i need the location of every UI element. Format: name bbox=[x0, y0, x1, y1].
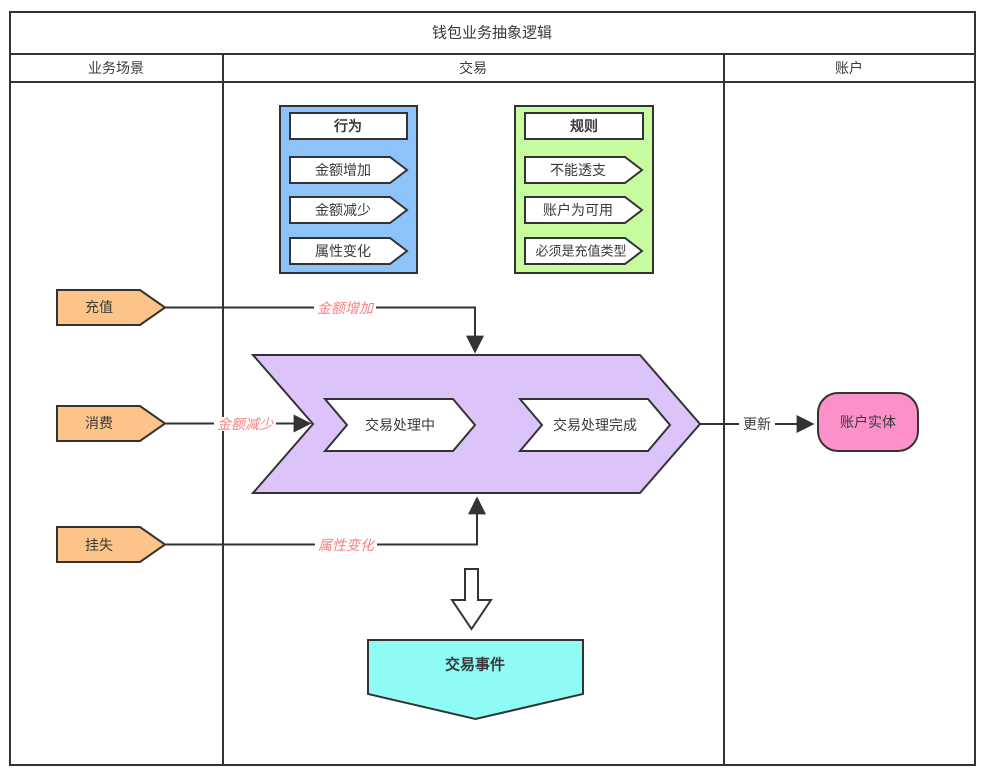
rule-item-shape-1 bbox=[524, 156, 644, 184]
rule-item-1-label: 不能透支 bbox=[550, 162, 606, 178]
behavior-group-header-box bbox=[289, 112, 408, 140]
lane-header-account: 账户 bbox=[835, 60, 863, 76]
pool-frame bbox=[9, 11, 976, 766]
behavior-item-shape-3 bbox=[289, 237, 409, 265]
edge-label-loss: 属性变化 bbox=[315, 538, 377, 552]
rule-item-shape-3 bbox=[524, 237, 644, 265]
behavior-group-title: 行为 bbox=[334, 118, 362, 134]
event-label: 交易事件 bbox=[444, 656, 506, 674]
connector-loss-to-process bbox=[165, 496, 486, 546]
scenario-recharge-shape bbox=[56, 289, 167, 326]
scenario-loss-shape bbox=[56, 526, 167, 563]
scenario-consume-label: 消费 bbox=[85, 415, 113, 431]
rule-item-2-label: 账户为可用 bbox=[543, 202, 613, 218]
account-entity-shape bbox=[817, 392, 919, 452]
edge-label-consume: 金额减少 bbox=[214, 417, 276, 431]
behavior-item-shape-1 bbox=[289, 156, 409, 184]
edge-label-update: 更新 bbox=[739, 417, 775, 431]
connector-recharge-to-process bbox=[165, 306, 484, 354]
state-processing-label: 交易处理中 bbox=[365, 417, 435, 433]
behavior-item-3-label: 属性变化 bbox=[315, 243, 371, 259]
scenario-recharge-label: 充值 bbox=[85, 299, 113, 315]
state-completed-shape bbox=[517, 398, 672, 452]
rule-item-3-label: 必须是充值类型 bbox=[535, 243, 627, 259]
rules-group-title: 规则 bbox=[570, 118, 598, 134]
down-arrow-shape bbox=[450, 568, 493, 631]
behavior-item-1-label: 金额增加 bbox=[315, 162, 371, 178]
rules-group-header-box bbox=[524, 112, 644, 140]
behavior-item-2-label: 金额减少 bbox=[315, 202, 371, 218]
account-entity-label: 账户实体 bbox=[840, 414, 896, 430]
transaction-process-shape bbox=[250, 354, 702, 494]
rule-item-shape-2 bbox=[524, 196, 644, 224]
scenario-loss-label: 挂失 bbox=[85, 537, 113, 553]
diagram-title: 钱包业务抽象逻辑 bbox=[431, 24, 553, 42]
state-completed-label: 交易处理完成 bbox=[553, 417, 637, 433]
behavior-item-shape-2 bbox=[289, 196, 409, 224]
lane-header-scenario: 业务场景 bbox=[88, 60, 144, 76]
lane-header-transaction: 交易 bbox=[459, 60, 487, 76]
scenario-consume-shape bbox=[56, 405, 167, 442]
state-processing-shape bbox=[322, 398, 477, 452]
event-shape bbox=[367, 639, 584, 721]
edge-label-recharge: 金额增加 bbox=[314, 301, 376, 315]
